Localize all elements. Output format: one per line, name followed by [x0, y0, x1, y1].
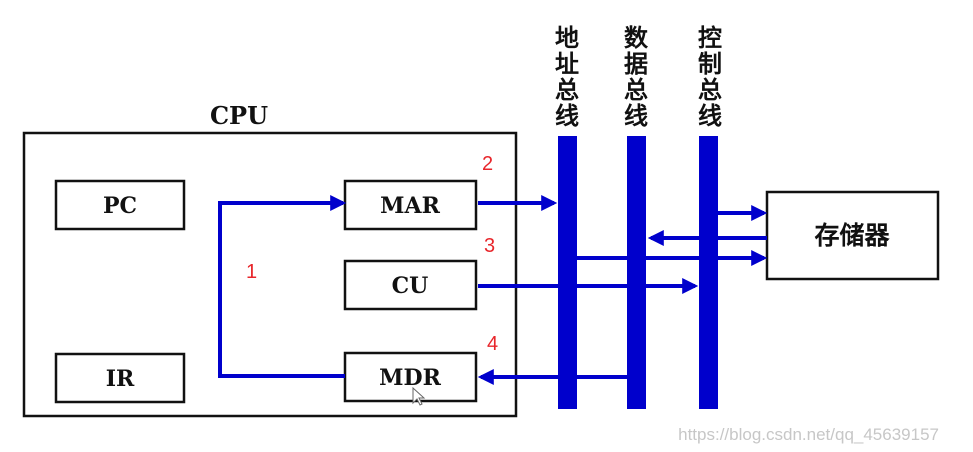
- step-label-3: 3: [484, 235, 495, 257]
- step-label-4: 4: [487, 333, 498, 355]
- control-bus-char-1: 控: [698, 24, 722, 52]
- data-bus-label: 数 据 总 线: [624, 24, 649, 130]
- mdr-register-label: MDR: [379, 365, 441, 391]
- ir-register-box: [54, 352, 186, 404]
- mar-register-label: MAR: [380, 193, 440, 219]
- address-bus-char-1: 地: [555, 24, 579, 52]
- mar-register-box: [343, 179, 478, 231]
- control-bus-label: 控 制 总 线: [698, 24, 722, 130]
- mouse-cursor-icon: [412, 386, 426, 406]
- step-label-2: 2: [482, 153, 493, 175]
- ir-register-label: IR: [106, 366, 135, 392]
- data-bus-char-2: 据: [624, 50, 648, 78]
- data-bus: [627, 136, 646, 409]
- cpu-frame: [22, 131, 518, 418]
- address-bus-char-2: 址: [555, 50, 579, 78]
- path-1-line: [218, 195, 347, 378]
- cu-box: [343, 259, 478, 311]
- step-label-1: 1: [246, 261, 257, 283]
- control-bus: [699, 136, 718, 409]
- memory-box: [765, 190, 940, 281]
- control-bus-char-4: 线: [698, 102, 722, 130]
- cpu-label: CPU: [210, 101, 268, 130]
- pc-register-label: PC: [103, 193, 137, 219]
- cu-label: CU: [392, 273, 429, 299]
- address-bus: [558, 136, 577, 409]
- watermark: https://blog.csdn.net/qq_45639157: [678, 425, 939, 444]
- control-bus-char-3: 总: [698, 76, 722, 104]
- address-bus-char-4: 线: [555, 102, 579, 130]
- pc-register-box: [54, 179, 186, 231]
- address-bus-char-3: 总: [555, 76, 579, 104]
- data-bus-char-3: 总: [624, 76, 648, 104]
- address-bus-label: 地 址 总 线: [555, 24, 579, 130]
- memory-label: 存储器: [814, 221, 890, 250]
- data-bus-char-1: 数: [624, 24, 649, 52]
- control-bus-char-2: 制: [698, 50, 722, 78]
- data-bus-char-4: 线: [624, 102, 648, 130]
